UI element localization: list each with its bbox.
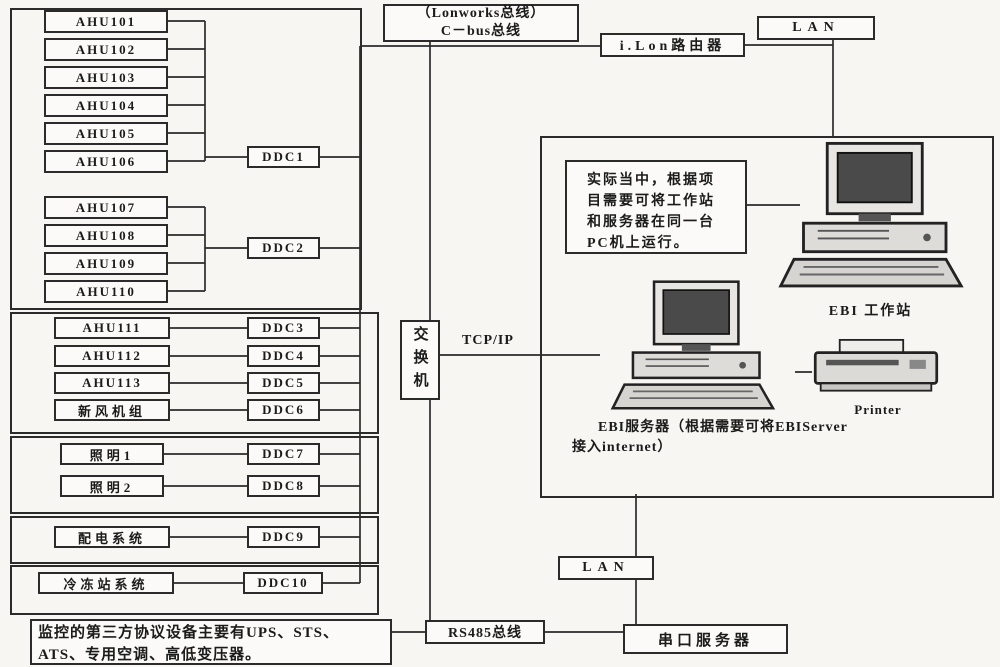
node-ddc1: DDC1 xyxy=(247,146,320,168)
node-fresh-air-unit: 新风机组 xyxy=(54,399,170,421)
printer-label: Printer xyxy=(854,402,902,417)
node-ahu102: AHU102 xyxy=(44,38,168,61)
printer-icon xyxy=(813,338,939,392)
station-group-box xyxy=(540,136,994,498)
node-ahu103: AHU103 xyxy=(44,66,168,89)
group-box-ahu-secondary xyxy=(10,312,379,434)
group-box-lighting xyxy=(10,436,379,514)
node-ddc9: DDC9 xyxy=(247,526,320,548)
node-ahu110: AHU110 xyxy=(44,280,168,303)
node-rs485-bus: RS485总线 xyxy=(425,620,545,644)
group-box-chiller xyxy=(10,565,379,615)
node-ddc10: DDC10 xyxy=(243,572,323,594)
server-caption: EBI服务器（根据需要可将EBIServer 接入internet） xyxy=(572,418,980,458)
node-ahu104: AHU104 xyxy=(44,94,168,117)
node-ahu112: AHU112 xyxy=(54,345,170,367)
group-box-power xyxy=(10,516,379,564)
node-ilon-router: i.Lon路由器 xyxy=(600,33,745,57)
node-lan-top: LAN xyxy=(757,16,875,40)
station-note: 实际当中，根据项目需要可将工作站和服务器在同一台PC机上运行。 xyxy=(565,160,747,254)
node-power-system: 配电系统 xyxy=(54,526,170,548)
node-ddc6: DDC6 xyxy=(247,399,320,421)
node-ahu107: AHU107 xyxy=(44,196,168,219)
third-party-devices-note: 监控的第三方协议设备主要有UPS、STS、ATS、专用空调、高低变压器。 xyxy=(30,619,392,665)
fieldbus-line1: （Lonworks总线） xyxy=(416,6,546,21)
node-ahu101: AHU101 xyxy=(44,10,168,33)
fieldbus-label-box: （Lonworks总线） C－bus总线 xyxy=(383,4,579,42)
node-serial-server: 串口服务器 xyxy=(623,624,788,654)
node-ahu105: AHU105 xyxy=(44,122,168,145)
node-ddc5: DDC5 xyxy=(247,372,320,394)
group-box-ahu-main xyxy=(10,8,362,310)
node-ahu111: AHU111 xyxy=(54,317,170,339)
node-ddc2: DDC2 xyxy=(247,237,320,259)
server-caption-line2: 接入internet） xyxy=(572,440,673,455)
ebi-workstation-graphic xyxy=(775,140,965,295)
fieldbus-line2: C－bus总线 xyxy=(440,24,522,39)
node-lan-bottom: LAN xyxy=(558,556,654,580)
node-ddc8: DDC8 xyxy=(247,475,320,497)
node-ddc3: DDC3 xyxy=(247,317,320,339)
node-ahu109: AHU109 xyxy=(44,252,168,275)
node-ahu113: AHU113 xyxy=(54,372,170,394)
computer-icon xyxy=(778,141,964,288)
node-ahu108: AHU108 xyxy=(44,224,168,247)
node-lighting-1: 照明1 xyxy=(60,443,164,465)
node-ddc7: DDC7 xyxy=(247,443,320,465)
server-caption-line1: EBI服务器（根据需要可将EBIServer xyxy=(598,420,848,435)
printer-graphic xyxy=(808,336,944,400)
node-ahu106: AHU106 xyxy=(44,150,168,173)
node-ddc4: DDC4 xyxy=(247,345,320,367)
node-lighting-2: 照明2 xyxy=(60,475,164,497)
ebi-server-graphic xyxy=(592,280,792,415)
workstation-label: EBI 工作站 xyxy=(828,304,913,319)
node-chiller-system: 冷冻站系统 xyxy=(38,572,174,594)
node-switch: 交换机 xyxy=(400,320,440,400)
computer-icon xyxy=(610,280,776,410)
tcpip-label: TCP/IP xyxy=(462,333,514,348)
